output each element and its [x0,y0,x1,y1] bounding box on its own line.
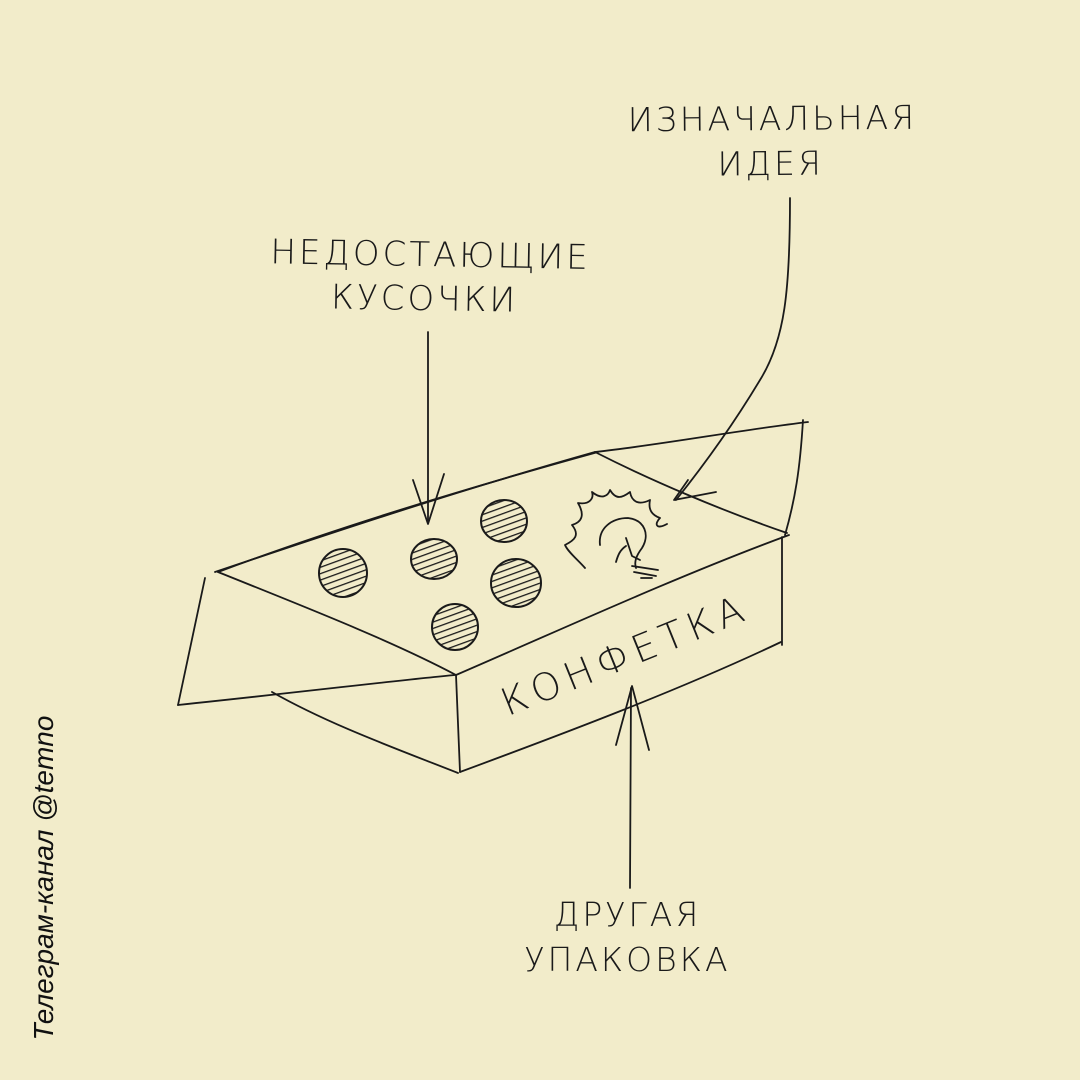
candy-piece [431,603,479,651]
label-missing-pieces: НЕДОСТАЮЩИЕ КУСОЧКИ [269,232,592,321]
label-line: ИДЕЯ [717,143,825,184]
label-other-package: ДРУГАЯ УПАКОВКА [515,898,740,976]
arrow-original-idea [673,197,791,501]
label-original-idea: ИЗНАЧАЛЬНАЯ ИДЕЯ [627,97,918,184]
label-line: ДРУГАЯ [553,895,702,934]
watermark-text: Телеграм-канал @temno [28,715,59,1041]
arrow-missing-pieces [412,331,445,525]
label-line: ИЗНАЧАЛЬНАЯ [627,97,918,140]
lightbulb-icon [564,489,668,579]
candy-piece [318,548,368,598]
candy-piece [480,499,528,543]
candy-piece [490,558,542,608]
original-box-outline [177,419,809,706]
label-line: УПАКОВКА [524,940,731,979]
label-line: НЕДОСТАЮЩИЕ [270,232,592,278]
arrow-other-package [615,685,650,889]
candy-piece [410,538,458,580]
candy-pieces [318,499,542,651]
candy-box [217,451,790,774]
label-line: КУСОЧКИ [330,277,519,321]
